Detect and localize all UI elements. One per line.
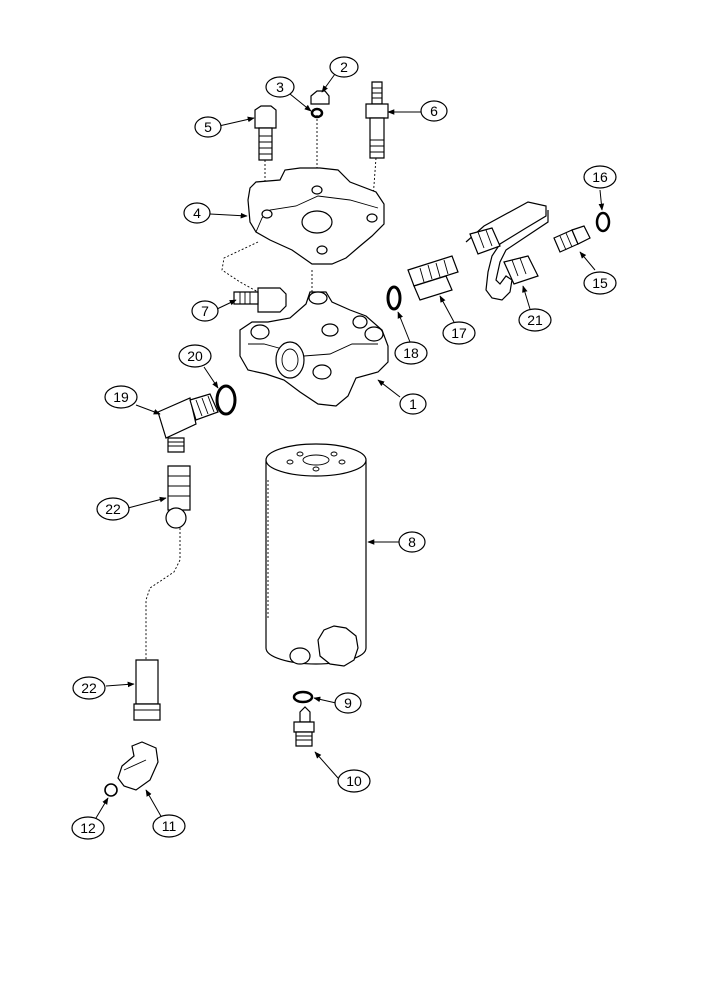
callout-15-text: 15 bbox=[592, 275, 608, 291]
callouts: 2 3 5 6 4 16 7 18 17 21 15 20 19 1 22 8 … bbox=[71, 56, 617, 840]
callout-4: 4 bbox=[183, 202, 211, 224]
callout-18: 18 bbox=[394, 341, 428, 365]
adapter-fitting-part bbox=[407, 255, 459, 301]
o-ring-18-part bbox=[386, 285, 402, 311]
callout-1: 1 bbox=[399, 393, 427, 415]
lower-bolt-part bbox=[233, 270, 313, 313]
callout-7: 7 bbox=[191, 300, 219, 322]
callout-10-text: 10 bbox=[346, 773, 362, 789]
washer-part bbox=[292, 690, 314, 704]
o-ring-16-part bbox=[595, 211, 611, 233]
callout-1-text: 1 bbox=[409, 396, 417, 412]
callout-20: 20 bbox=[178, 344, 212, 368]
callout-17-text: 17 bbox=[451, 325, 467, 341]
callout-22-lower: 22 bbox=[72, 676, 106, 700]
drain-sensor-part bbox=[293, 706, 315, 747]
callout-2-text: 2 bbox=[340, 59, 348, 75]
leader-lines bbox=[95, 73, 605, 819]
callout-2: 2 bbox=[329, 56, 359, 78]
callout-19-text: 19 bbox=[113, 389, 129, 405]
callout-12-text: 12 bbox=[80, 820, 96, 836]
tube-assembly-part bbox=[465, 201, 549, 301]
hose-end-lower-part bbox=[133, 659, 161, 721]
callout-18-text: 18 bbox=[403, 345, 419, 361]
callout-19: 19 bbox=[104, 385, 138, 409]
callout-3: 3 bbox=[265, 76, 295, 98]
callout-20-text: 20 bbox=[187, 348, 203, 364]
elbow-part bbox=[117, 741, 159, 791]
callout-22-upper: 22 bbox=[96, 497, 130, 521]
o-ring-20-part bbox=[215, 384, 237, 416]
callout-10: 10 bbox=[337, 769, 371, 793]
elbow-fitting-part bbox=[157, 393, 219, 453]
callout-22-lower-text: 22 bbox=[81, 680, 97, 696]
callout-4-text: 4 bbox=[193, 205, 201, 221]
callout-11: 11 bbox=[152, 814, 186, 838]
callout-9: 9 bbox=[334, 692, 362, 714]
filter-cartridge-part bbox=[265, 443, 367, 667]
callout-3-text: 3 bbox=[276, 79, 284, 95]
stud-part bbox=[365, 81, 389, 213]
callout-7-text: 7 bbox=[201, 303, 209, 319]
callout-21: 21 bbox=[518, 308, 552, 332]
callout-22-upper-text: 22 bbox=[105, 501, 121, 517]
callout-11-text: 11 bbox=[162, 818, 177, 834]
callout-12: 12 bbox=[71, 816, 105, 840]
callout-16-text: 16 bbox=[592, 169, 608, 185]
connector-part bbox=[553, 225, 591, 253]
callout-5: 5 bbox=[194, 116, 222, 138]
mounting-plate-part bbox=[221, 167, 385, 293]
callout-16: 16 bbox=[583, 165, 617, 189]
hose-end-upper-part bbox=[165, 465, 191, 529]
callout-9-text: 9 bbox=[344, 695, 352, 711]
callout-21-text: 21 bbox=[527, 312, 543, 328]
callout-6: 6 bbox=[420, 100, 448, 122]
hose-line bbox=[145, 528, 181, 660]
small-o-ring-part bbox=[310, 107, 324, 119]
plug-part bbox=[310, 90, 330, 225]
filter-head-part bbox=[239, 291, 389, 407]
callout-5-text: 5 bbox=[204, 119, 212, 135]
callout-8: 8 bbox=[398, 531, 426, 553]
callout-8-text: 8 bbox=[408, 534, 416, 550]
callout-17: 17 bbox=[442, 321, 476, 345]
o-ring-12-part bbox=[104, 783, 118, 797]
callout-15: 15 bbox=[583, 271, 617, 295]
callout-6-text: 6 bbox=[430, 103, 438, 119]
